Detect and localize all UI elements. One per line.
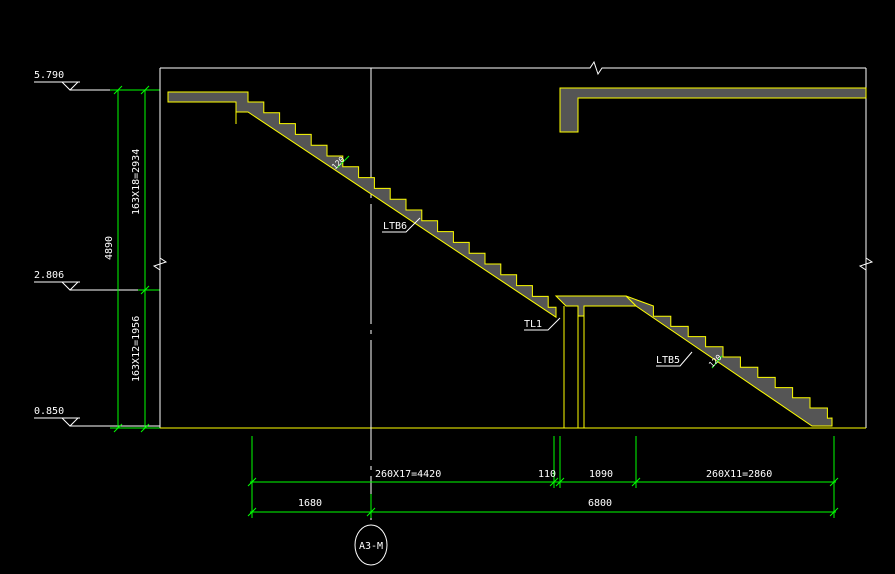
dim-flight-2: 260X11=2860 <box>706 469 772 480</box>
leaders <box>382 217 693 367</box>
level-text-bottom: 0.850 <box>34 406 64 417</box>
dim-total-height: 4890 <box>104 236 115 260</box>
dim-landing: 1090 <box>589 469 613 480</box>
level-text-mid: 2.806 <box>34 270 64 281</box>
vertical-dimension-lines <box>110 85 160 433</box>
flight-ltb6 <box>167 91 557 319</box>
axis-label: A3-M <box>359 541 383 552</box>
label-ltb5: LTB5 <box>656 355 680 366</box>
label-ltb6: LTB6 <box>383 221 407 232</box>
label-tl1: TL1 <box>524 319 542 330</box>
section-frame <box>152 60 874 428</box>
dim-lower-flight: 163X12=1956 <box>131 316 142 382</box>
flight-ltb5 <box>625 295 833 427</box>
dim-upper-flight: 163X18=2934 <box>131 149 142 215</box>
dim-flight-1: 260X17=4420 <box>375 469 441 480</box>
level-text-top: 5.790 <box>34 70 64 81</box>
stair-flights <box>167 91 833 427</box>
dim-left-offset: 1680 <box>298 498 322 509</box>
upper-floor-slab <box>559 87 867 133</box>
dim-total-length: 6800 <box>588 498 612 509</box>
axis-bubble <box>354 524 388 566</box>
landing-beam-tl1 <box>554 295 638 428</box>
thickness-marks <box>336 155 723 369</box>
dim-gap: 110 <box>538 469 556 480</box>
horizontal-dimension-lines <box>247 436 839 518</box>
